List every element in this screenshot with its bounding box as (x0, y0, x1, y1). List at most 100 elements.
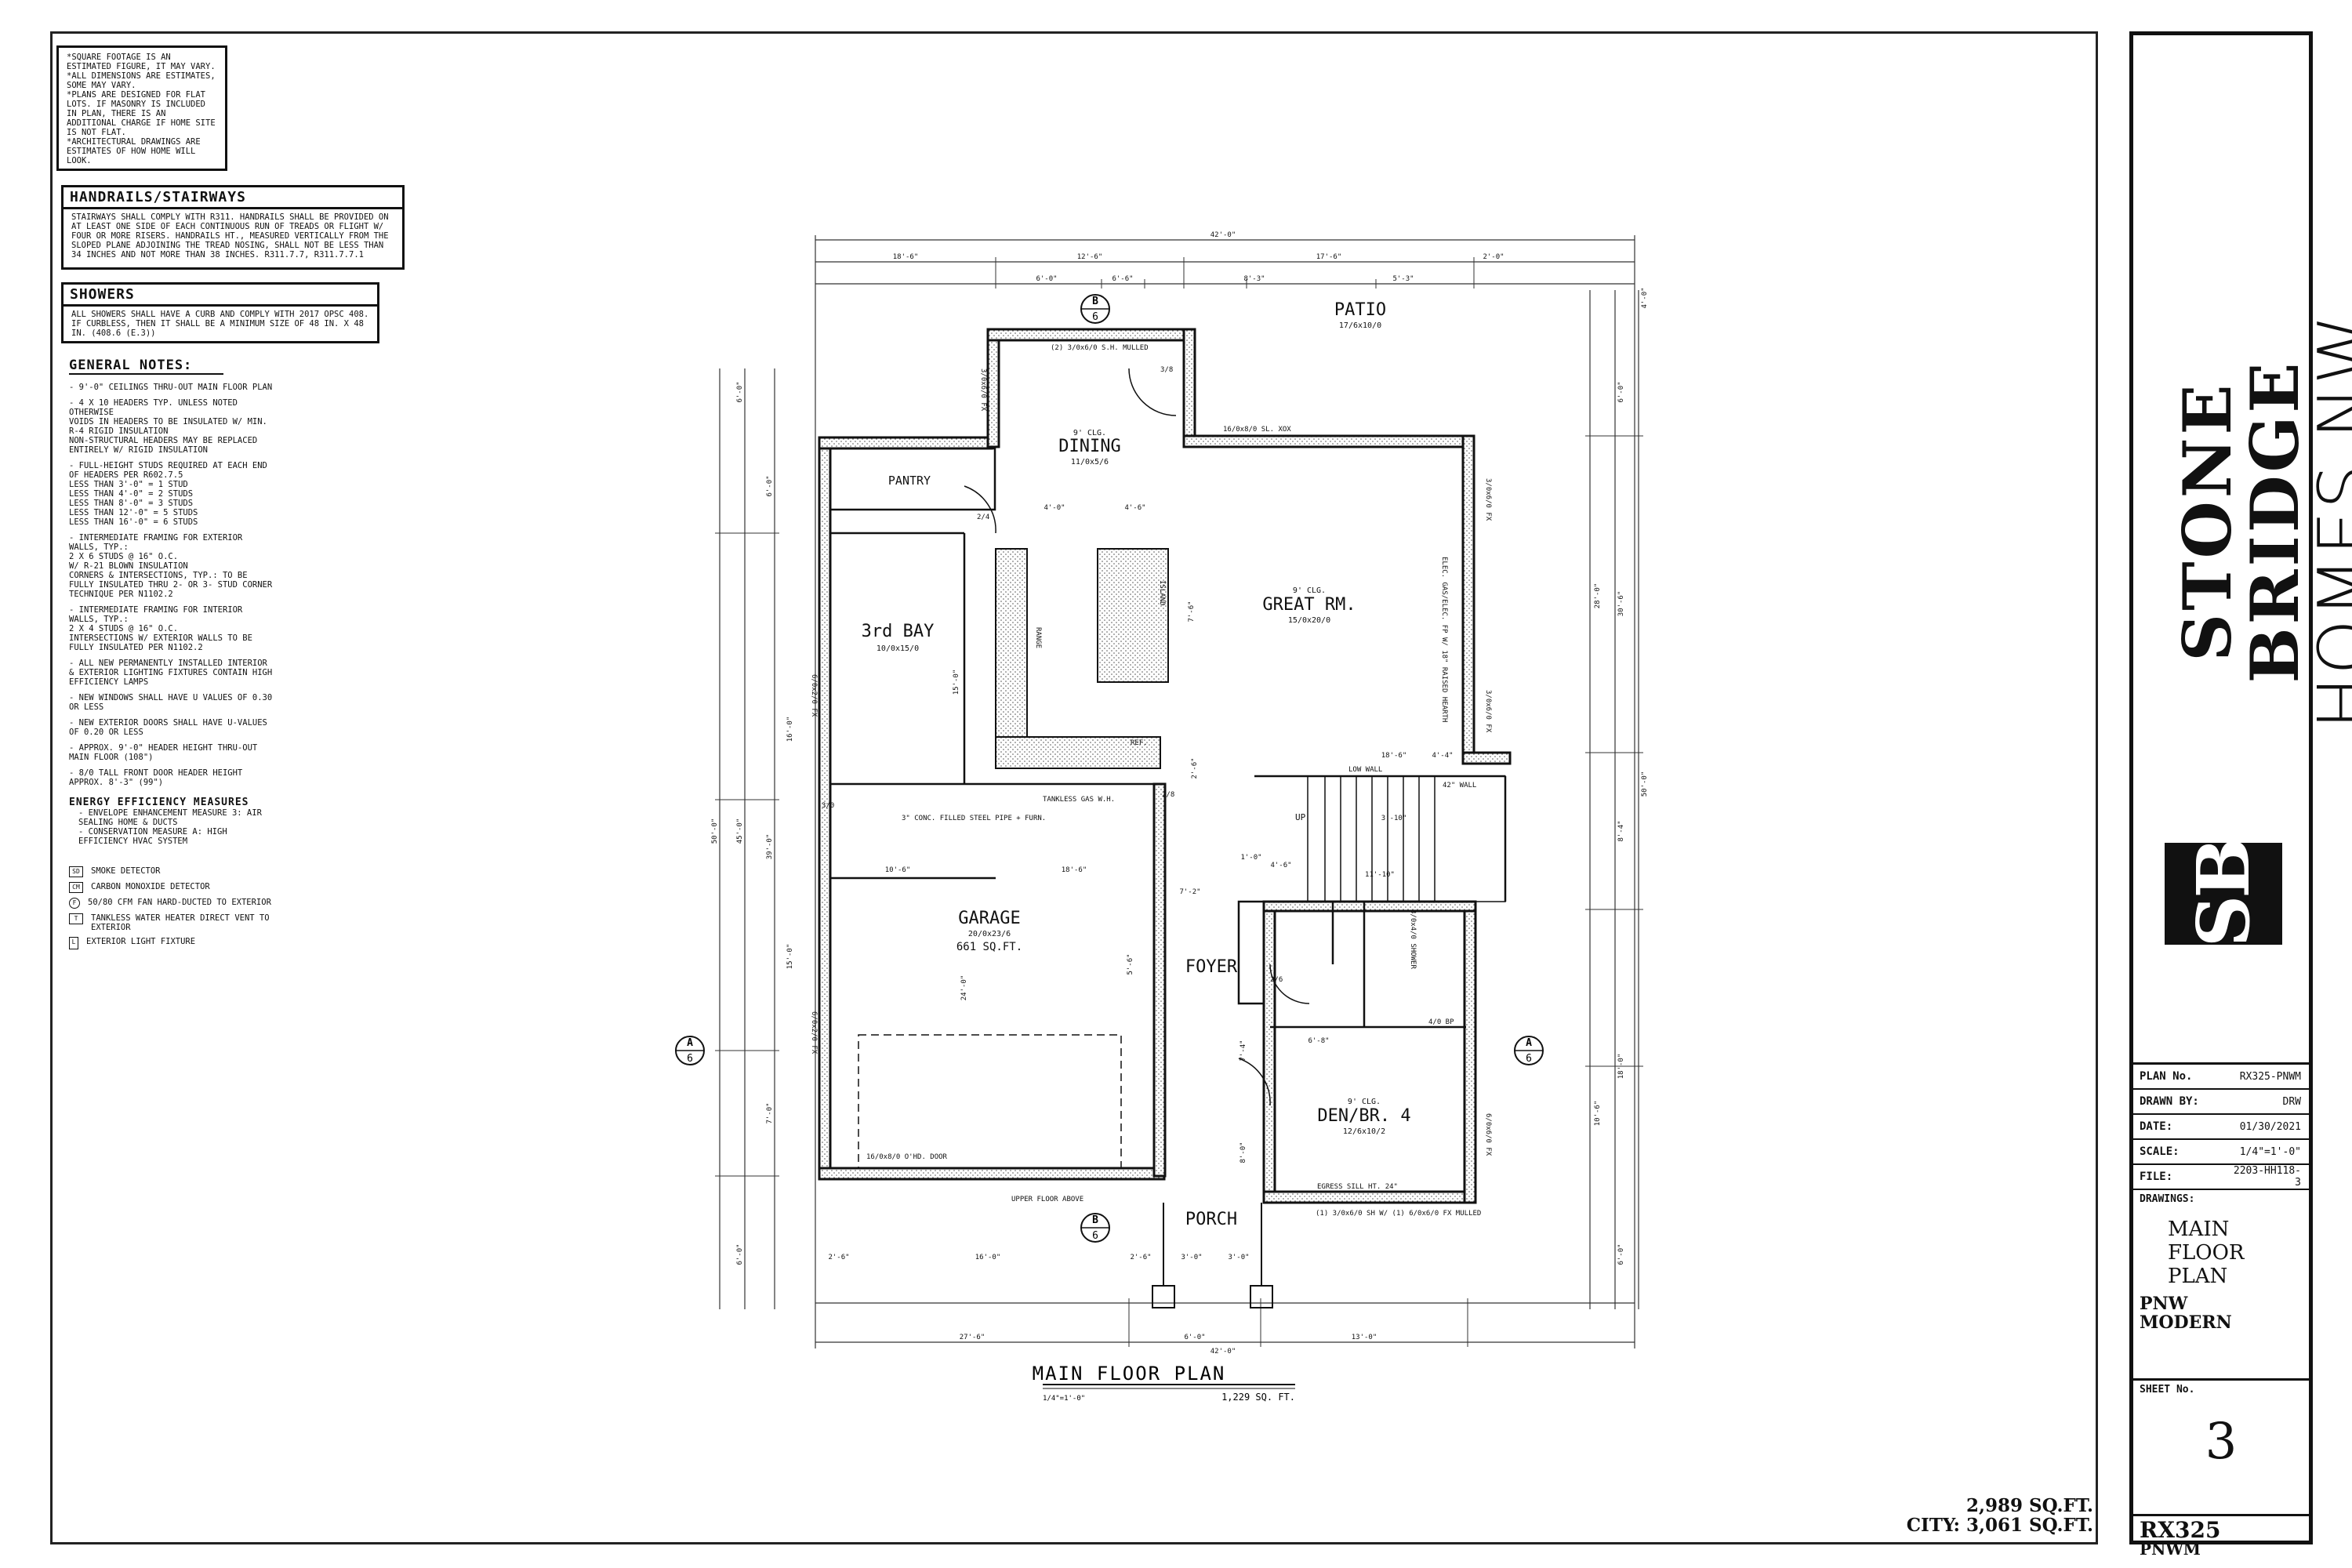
dim-label: 30'-6" (1617, 591, 1625, 617)
dim-label: 16'-0" (975, 1254, 1001, 1261)
legend-label: CARBON MONOXIDE DETECTOR (91, 882, 210, 891)
section-number: 6 (1526, 1053, 1532, 1065)
note-slider: 16/0x8/0 SL. XOX (1223, 426, 1291, 434)
logo-mark: SB (2180, 840, 2266, 948)
section-letter: B (1092, 296, 1098, 307)
handrails-text: STAIRWAYS SHALL COMPLY WITH R311. HANDRA… (71, 212, 389, 260)
general-note: - 9'-0" CEILINGS THRU-OUT MAIN FLOOR PLA… (69, 383, 273, 392)
sheet-number: 3 (2205, 1413, 2238, 1471)
dim-label: 6'-0" (1617, 1243, 1625, 1265)
door-tag: 3/8 (1160, 366, 1173, 374)
room-great-dim: 15/0x20/0 (1288, 616, 1330, 625)
note-dining-window: (2) 3/0x6/0 S.H. MULLED (1051, 344, 1149, 352)
sheet-label: SHEET No. (2140, 1384, 2195, 1396)
section-letter: A (1526, 1037, 1532, 1049)
dimension-lines (719, 235, 1639, 1348)
title-block: SB STONE BRIDGE HOMES NW PLAN No.RX325-P… (2129, 31, 2352, 1557)
dim-label: 18'-0" (1617, 1054, 1625, 1080)
dim-label: 6'-0" (1036, 275, 1057, 283)
tb-key: DATE: (2140, 1120, 2173, 1133)
room-labels: PATIO 17/6x10/0 9' CLG. DINING 11/0x5/6 … (862, 300, 1411, 1229)
drawings-cell: DRAWINGS: MAIN FLOOR PLAN PNW MODERN (2133, 1190, 2309, 1381)
smoke-detector-icon: SD (69, 866, 83, 877)
dim-label: 8'-3" (1243, 275, 1265, 283)
plan-code-cell: RX325 PNWM (2133, 1516, 2309, 1560)
note-range: RANGE (1034, 627, 1042, 648)
tb-value: RX325-PNWM (2239, 1070, 2301, 1083)
inner-dimension-labels: 4'-0" 4'-6" 7'-6" 15'-0" 24'-0" 10'-6" 1… (885, 504, 1454, 1163)
dimension-ticks (715, 257, 1643, 1347)
legend-label: 50/80 CFM FAN HARD-DUCTED TO EXTERIOR (88, 898, 271, 907)
dim-label: 6'-0" (736, 381, 744, 402)
dim-label: 12'-6" (1077, 253, 1103, 261)
window-tag: 3/0x6/0 FX (979, 368, 987, 412)
dim-label: 7'-2" (1179, 888, 1200, 896)
drawing-style: PNW MODERN (2140, 1294, 2232, 1333)
room-3rd-bay-dim: 10/0x15/0 (877, 644, 919, 653)
fan-icon: F (69, 898, 80, 909)
door-tag: 2/8 (1162, 791, 1174, 799)
dim-label: 6'-6" (1112, 275, 1133, 283)
dim-label: 8'-4" (1617, 820, 1625, 841)
dim-label: 27'-6" (960, 1334, 985, 1341)
general-note: - INTERMEDIATE FRAMING FOR EXTERIOR WALL… (69, 533, 273, 599)
dim-label: 10'-6" (885, 866, 911, 874)
dim-label: 7'-0" (766, 1102, 774, 1123)
dim-label: 2'-6" (828, 1254, 849, 1261)
drawing-name: MAIN FLOOR PLAN (2168, 1218, 2245, 1288)
general-note: - ALL NEW PERMANENTLY INSTALLED INTERIOR… (69, 659, 273, 687)
room-dining: DINING (1058, 437, 1120, 456)
window-tag: 6/0x2/0 FX (810, 1011, 818, 1054)
handrails-box: HANDRAILS/STAIRWAYS STAIRWAYS SHALL COMP… (61, 185, 405, 270)
general-notes: GENERAL NOTES: - 9'-0" CEILINGS THRU-OUT… (69, 358, 273, 954)
tb-key: FILE: (2140, 1171, 2173, 1183)
dim-label: 6'-0" (736, 1243, 744, 1265)
sheet-cell: SHEET No. 3 (2133, 1381, 2309, 1516)
room-dining-dim: 11/0x5/6 (1071, 458, 1109, 466)
section-letter: B (1092, 1214, 1098, 1226)
plan-notes: ISLAND RANGE REF. ELEC. GAS/ELEC. FP W/ … (810, 344, 1492, 1218)
dim-label: 4'-0" (1044, 504, 1065, 512)
general-note: - 4 X 10 HEADERS TYP. UNLESS NOTED OTHER… (69, 398, 267, 455)
window-tag: 6/0x6/0 FX (1484, 1113, 1492, 1156)
tb-value: DRW (2282, 1095, 2301, 1108)
dim-label: 50'-0" (711, 818, 719, 844)
note-tankless: TANKLESS GAS W.H. (1043, 796, 1115, 804)
plan-code: RX325 (2140, 1517, 2221, 1543)
door-swings (964, 368, 1310, 1106)
section-marker-left: A 6 (675, 1036, 705, 1065)
room-den-clg: 9' CLG. (1348, 1098, 1381, 1106)
plan-scale: 1/4"=1'-0" (1043, 1395, 1085, 1403)
tb-value: 01/30/2021 (2239, 1120, 2301, 1133)
dim-label: 2'-0" (1483, 253, 1504, 261)
tb-row: FILE:2203-HH118-3 (2133, 1165, 2309, 1190)
plan-title: MAIN FLOOR PLAN (1033, 1363, 1226, 1385)
dim-label: 28'-0" (1594, 583, 1602, 609)
dim-label: 13'-0" (1352, 1334, 1377, 1341)
co-detector-icon: CM (69, 882, 83, 893)
dim-label: 15'-0" (786, 944, 794, 970)
brand-line-2: HOMES NW (2303, 313, 2352, 730)
section-letter: A (687, 1037, 693, 1049)
dim-label: 3'-0" (1181, 1254, 1202, 1261)
window-tag: 3/0x6/0 FX (1484, 478, 1492, 521)
dim-label: 39'-0" (766, 834, 774, 860)
tb-row: DRAWN BY:DRW (2133, 1090, 2309, 1115)
dim-label: 50'-0" (1641, 771, 1649, 797)
dimension-labels: 42'-0" 18'-6" 12'-6" 17'-6" 2'-0" 6'-0" … (711, 231, 1649, 1356)
interior-walls (829, 447, 1507, 1029)
note-shower: 3/0x4/0 SHOWER (1409, 909, 1417, 969)
disclaimer-box: *SQUARE FOOTAGE IS AN ESTIMATED FIGURE, … (56, 45, 227, 171)
room-patio-dim: 17/6x10/0 (1339, 321, 1381, 330)
dim-label: 6'-8" (1308, 1037, 1329, 1045)
tb-key: SCALE: (2140, 1145, 2180, 1158)
dim-label: 6'-0" (1184, 1334, 1205, 1341)
dim-label: 4'-0" (1641, 287, 1649, 308)
general-note: - 8/0 TALL FRONT DOOR HEADER HEIGHT APPR… (69, 768, 243, 787)
drawings-label: DRAWINGS: (2140, 1193, 2195, 1205)
showers-box: SHOWERS ALL SHOWERS SHALL HAVE A CURB AN… (61, 282, 379, 343)
dim-label: 1'-0" (1240, 854, 1261, 862)
general-notes-title: GENERAL NOTES: (69, 358, 224, 375)
dim-label: 8'-0" (1240, 1142, 1247, 1163)
